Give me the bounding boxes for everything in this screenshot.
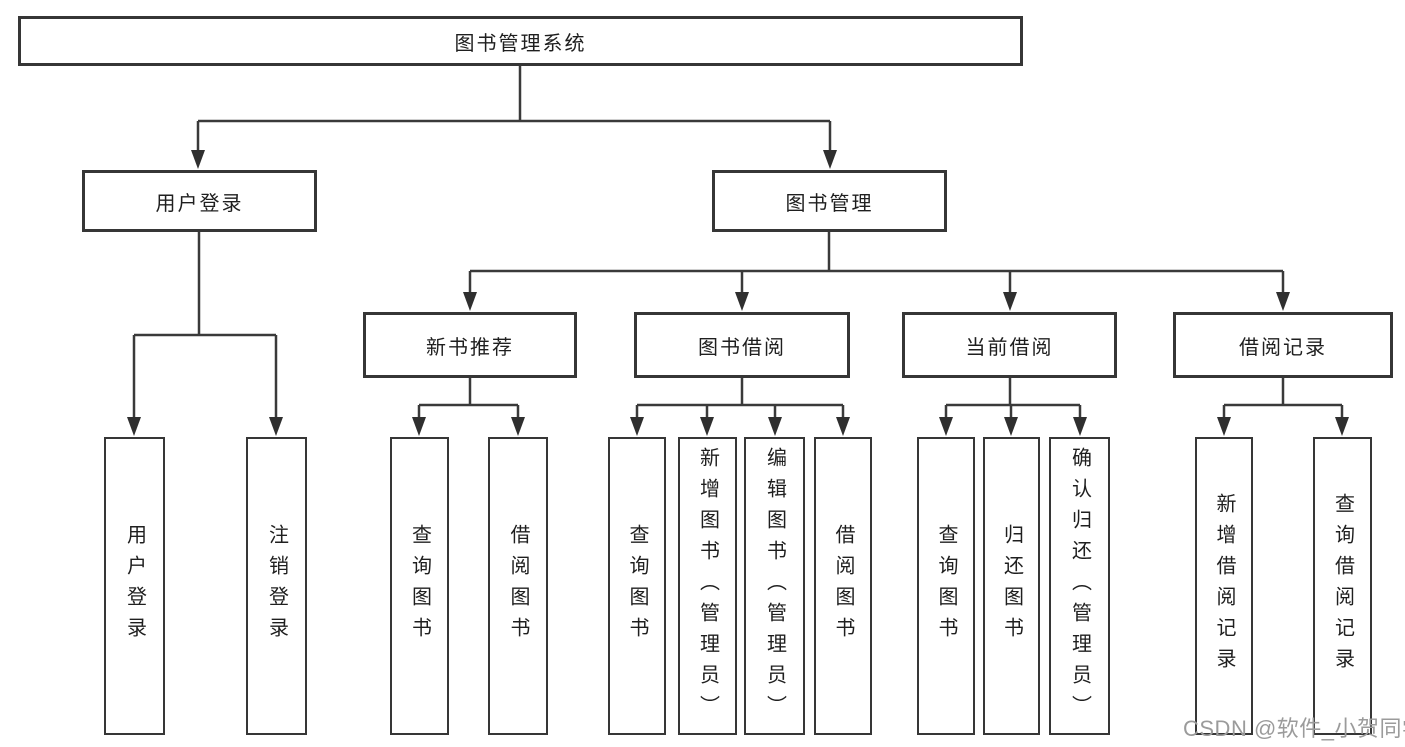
leaf-edit-books-admin: 编辑图书（管理员）	[744, 437, 805, 735]
node-book-management-branch: 图书管理	[712, 170, 947, 232]
node-root-label: 图书管理系统	[454, 32, 587, 55]
leaf-label: 注销登录	[265, 524, 288, 648]
leaf-query-books-recommend: 查询图书	[390, 437, 449, 735]
leaf-label: 归还图书	[1000, 524, 1023, 648]
leaf-label: 查询图书	[408, 524, 431, 648]
node-label: 新书推荐	[426, 336, 514, 359]
node-root: 图书管理系统	[18, 16, 1023, 66]
leaf-confirm-return-admin: 确认归还（管理员）	[1049, 437, 1110, 735]
node-current-borrowing: 当前借阅	[902, 312, 1117, 378]
node-borrowing-records: 借阅记录	[1173, 312, 1393, 378]
leaf-label: 用户登录	[123, 524, 146, 648]
leaf-label: 新增图书（管理员）	[696, 446, 719, 726]
node-user-login-branch: 用户登录	[82, 170, 317, 232]
leaf-add-books-admin: 新增图书（管理员）	[678, 437, 737, 735]
leaf-label: 查询借阅记录	[1331, 493, 1354, 679]
leaf-borrow-books-borrowing: 借阅图书	[814, 437, 872, 735]
csdn-watermark: CSDN @软件_小贺同学	[1183, 716, 1405, 741]
node-label: 用户登录	[155, 192, 244, 215]
leaf-return-books: 归还图书	[983, 437, 1040, 735]
node-label: 当前借阅	[965, 336, 1054, 359]
leaf-user-login: 用户登录	[104, 437, 165, 735]
leaf-add-borrow-record: 新增借阅记录	[1195, 437, 1253, 735]
leaf-query-borrow-record: 查询借阅记录	[1313, 437, 1372, 735]
node-book-borrowing: 图书借阅	[634, 312, 850, 378]
leaf-label: 借阅图书	[832, 524, 854, 648]
leaf-label: 查询图书	[626, 524, 648, 648]
leaf-label: 查询图书	[935, 524, 957, 648]
leaf-label: 新增借阅记录	[1213, 493, 1235, 679]
leaf-label: 编辑图书（管理员）	[763, 446, 786, 726]
node-new-book-recommend: 新书推荐	[363, 312, 577, 378]
node-label: 借阅记录	[1239, 336, 1327, 359]
node-label: 图书借阅	[698, 336, 786, 359]
leaf-label: 确认归还（管理员）	[1068, 446, 1091, 726]
leaf-borrow-books-recommend: 借阅图书	[488, 437, 548, 735]
leaf-query-books-current: 查询图书	[917, 437, 975, 735]
leaf-label: 借阅图书	[507, 524, 529, 648]
leaf-query-books-borrowing: 查询图书	[608, 437, 666, 735]
node-label: 图书管理	[785, 192, 874, 215]
leaf-logout: 注销登录	[246, 437, 307, 735]
